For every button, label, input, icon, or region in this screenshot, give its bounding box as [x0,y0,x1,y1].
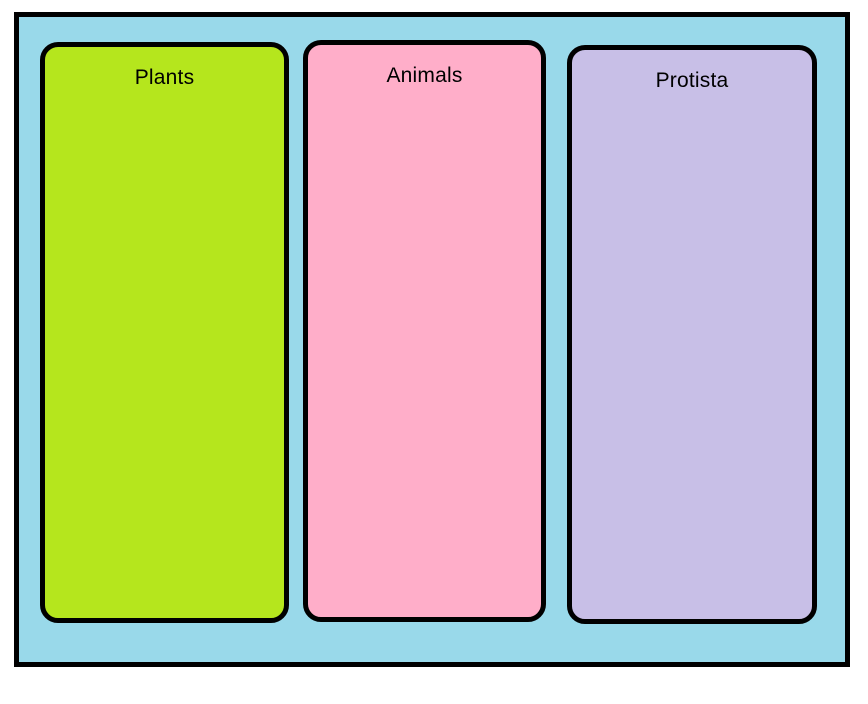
sorting-canvas: Plants Animals Protista [14,12,850,667]
column-label-animals: Animals [386,64,463,87]
column-label-plants: Plants [134,66,195,89]
column-animals[interactable]: Animals [303,40,546,622]
column-label-protista: Protista [655,69,729,92]
column-plants[interactable]: Plants [40,42,289,623]
column-protista[interactable]: Protista [567,45,817,624]
